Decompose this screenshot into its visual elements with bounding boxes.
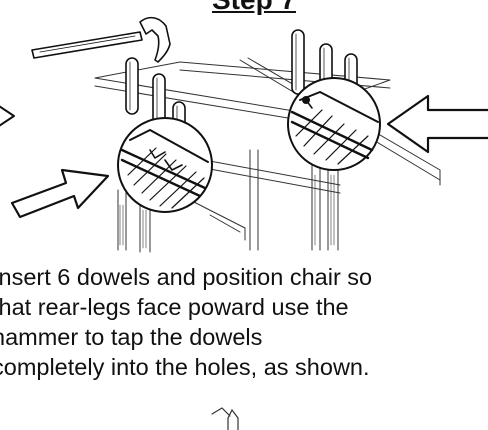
assembly-illustration bbox=[0, 16, 488, 253]
instruction-text: Insert 6 dowels and position chair so th… bbox=[0, 262, 488, 382]
instruction-line: completely into the holes, as shown. bbox=[0, 354, 370, 380]
step-title: Step 7 bbox=[212, 0, 352, 16]
instruction-line: that rear-legs face poward use the bbox=[0, 294, 349, 320]
instruction-line: hammer to tap the dowels bbox=[0, 324, 263, 350]
magnified-joint bbox=[287, 77, 381, 171]
arrow-icon bbox=[386, 94, 488, 154]
hammer-icon bbox=[31, 16, 171, 63]
arrow-icon bbox=[10, 168, 110, 219]
arrow-icon bbox=[0, 105, 15, 127]
magnified-joint bbox=[117, 117, 213, 213]
instruction-line: Insert 6 dowels and position chair so bbox=[0, 264, 373, 290]
next-illustration-fragment bbox=[211, 407, 239, 430]
